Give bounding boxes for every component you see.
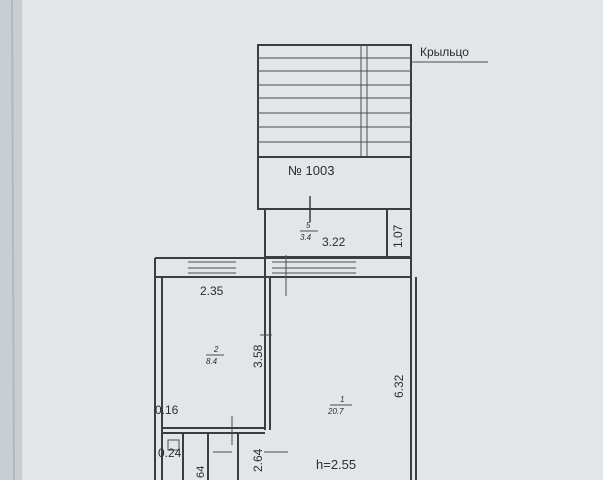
room2-width-dim: 2.35 bbox=[200, 284, 224, 298]
room-2 bbox=[162, 277, 271, 430]
room2-area: 8.4 bbox=[206, 357, 218, 366]
room2-depth-dim: 3.58 bbox=[251, 344, 265, 368]
porch-label: Крыльцо bbox=[420, 45, 469, 59]
room1-depth-dim: 6.32 bbox=[392, 374, 406, 398]
paper-fold-line bbox=[11, 0, 15, 480]
vestibule-width-dim: 3.22 bbox=[322, 235, 346, 249]
room1-area: 20.7 bbox=[327, 407, 344, 416]
bath-width-dim: 0.24 bbox=[158, 446, 182, 460]
outer-walls bbox=[154, 209, 417, 480]
partition-band bbox=[155, 255, 411, 296]
small-dim: 64 bbox=[195, 466, 207, 478]
bathroom-area bbox=[162, 416, 288, 480]
bath-depth-dim: 2.64 bbox=[251, 448, 265, 472]
paper-left-shadow bbox=[0, 0, 22, 480]
vestibule-depth-dim: 1.07 bbox=[391, 224, 405, 248]
room1-number: 1 bbox=[340, 395, 344, 404]
room5-area: 3.4 bbox=[300, 233, 312, 242]
room5-number: 5 bbox=[306, 221, 311, 230]
wall-thickness-dim: 0.16 bbox=[155, 403, 179, 417]
ceiling-height-label: h=2.55 bbox=[316, 457, 356, 472]
unit-number-label: № 1003 bbox=[288, 163, 334, 178]
room2-number: 2 bbox=[213, 345, 219, 354]
